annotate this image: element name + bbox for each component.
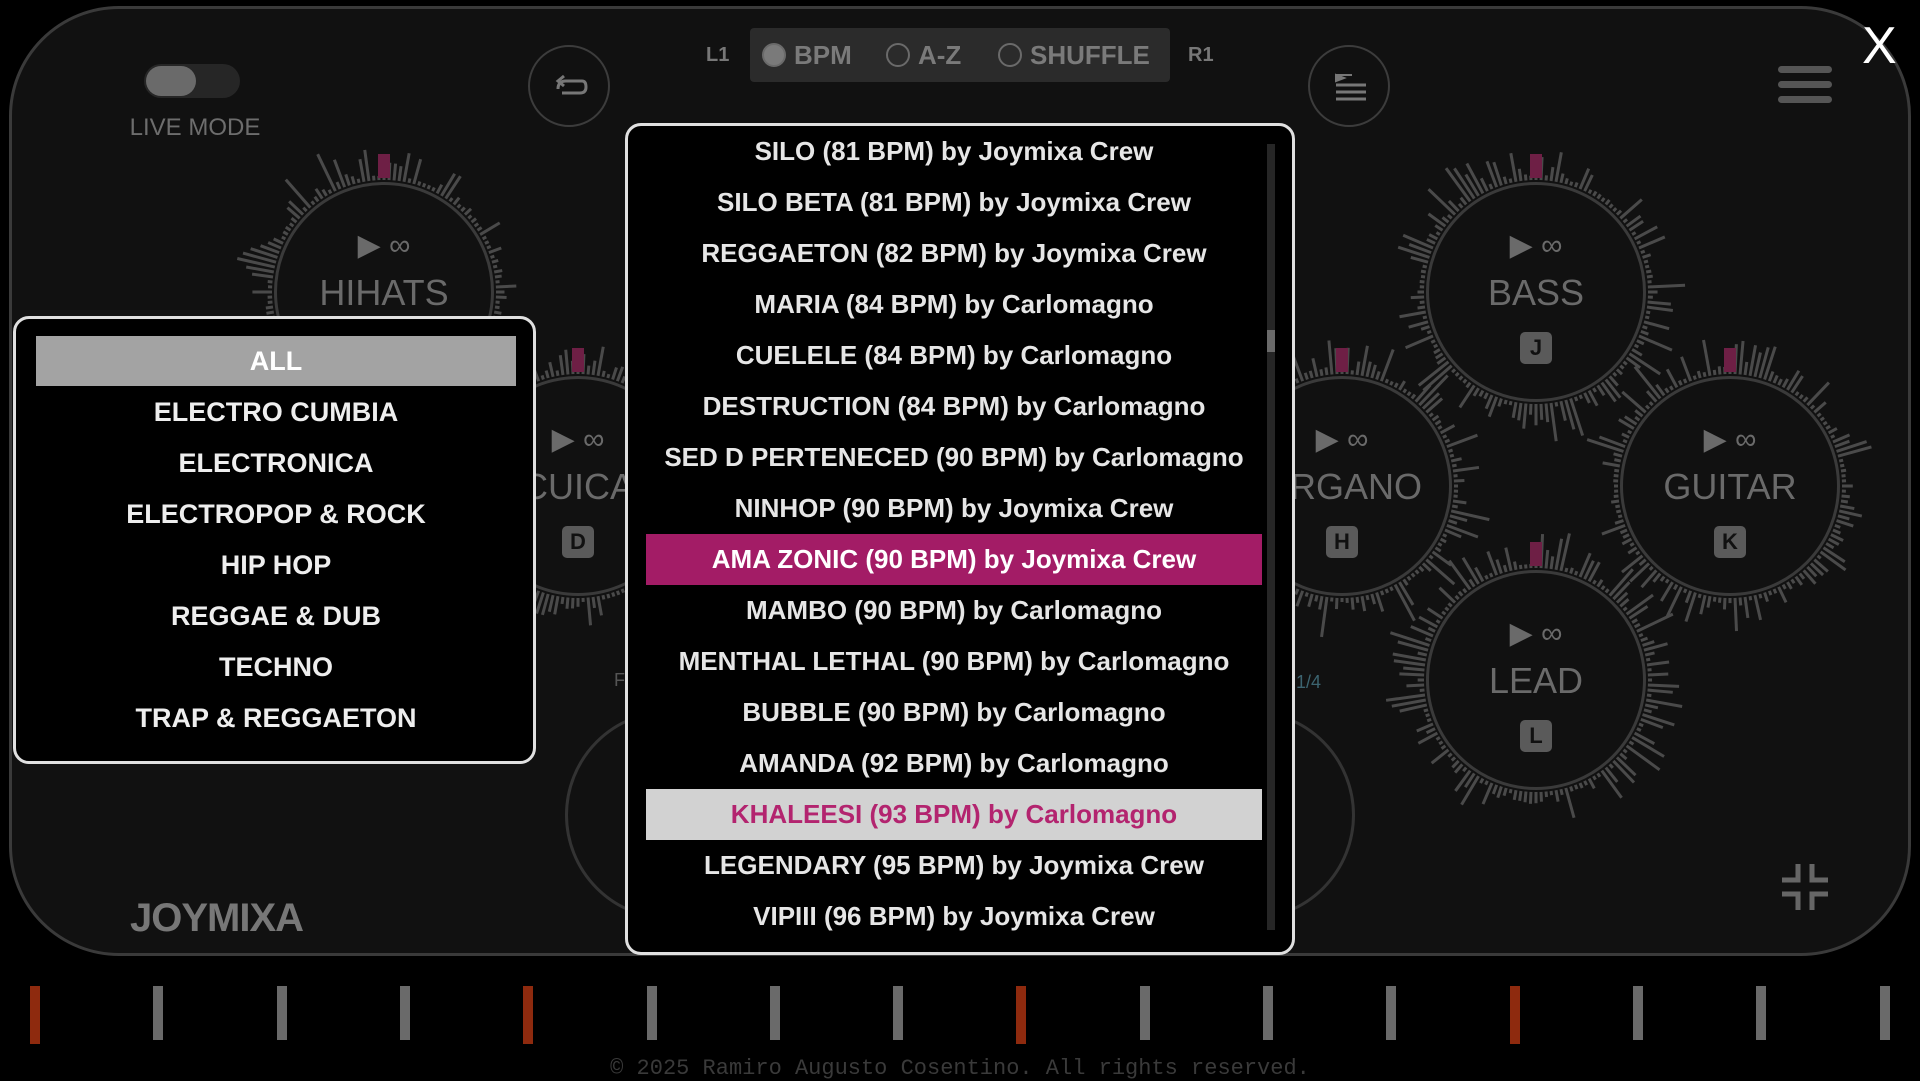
track-item[interactable]: NINHOP (90 BPM) by Joymixa Crew [646, 483, 1262, 534]
track-item-active[interactable]: AMA ZONIC (90 BPM) by Joymixa Crew [646, 534, 1262, 585]
beat-tick [277, 986, 287, 1040]
genre-item-all[interactable]: ALL [36, 336, 516, 386]
pad-marker [1530, 542, 1542, 566]
beat-tick [647, 986, 657, 1040]
toggle-knob [146, 66, 196, 96]
pad-marker [572, 348, 584, 372]
beat-tick-accent [523, 986, 533, 1044]
play-loop-icon: ▶ ∞ [1426, 228, 1646, 263]
genre-item-trap-reggaeton[interactable]: TRAP & REGGAETON [36, 693, 516, 743]
radio-icon [886, 43, 910, 67]
track-item[interactable]: MENTHAL LETHAL (90 BPM) by Carlomagno [646, 636, 1262, 687]
pad-key: D [562, 526, 594, 558]
play-loop-icon: ▶ ∞ [1620, 422, 1840, 457]
track-item[interactable]: LEGENDARY (95 BPM) by Joymixa Crew [646, 840, 1262, 891]
track-item[interactable]: DESTRUCTION (84 BPM) by Carlomagno [646, 381, 1262, 432]
track-item[interactable]: SILO (81 BPM) by Joymixa Crew [646, 126, 1262, 177]
sort-bar: BPM A-Z SHUFFLE [750, 28, 1170, 82]
track-item[interactable]: REGGAETON (82 BPM) by Joymixa Crew [646, 228, 1262, 279]
track-item[interactable]: VIPIII (96 BPM) by Joymixa Crew [646, 891, 1262, 942]
pad-marker [1530, 154, 1542, 178]
beat-tick [1880, 986, 1890, 1040]
genre-item-electro-cumbia[interactable]: ELECTRO CUMBIA [36, 387, 516, 437]
shoulder-right-label: R1 [1188, 44, 1214, 67]
beat-tick-accent [1016, 986, 1026, 1044]
beat-tick [893, 986, 903, 1040]
genre-item-electropop-rock[interactable]: ELECTROPOP & ROCK [36, 489, 516, 539]
track-item-highlighted[interactable]: KHALEESI (93 BPM) by Carlomagno [646, 789, 1262, 840]
beat-tick [770, 986, 780, 1040]
track-item[interactable]: SED D PERTENECED (90 BPM) by Carlomagno [646, 432, 1262, 483]
pad-lead[interactable]: ▶ ∞ LEAD L [1426, 570, 1646, 790]
track-item[interactable]: MARIA (84 BPM) by Carlomagno [646, 279, 1262, 330]
track-list-scrollbar[interactable] [1267, 144, 1275, 930]
beat-tick-accent [30, 986, 40, 1044]
beat-tick [1386, 986, 1396, 1040]
live-mode-toggle[interactable] [144, 64, 240, 98]
close-button[interactable]: X [1862, 20, 1897, 72]
genre-item-electronica[interactable]: ELECTRONICA [36, 438, 516, 488]
beat-tick [1140, 986, 1150, 1040]
shoulder-left-label: L1 [706, 44, 729, 67]
pad-marker [1336, 348, 1348, 372]
track-item[interactable]: MAMBO (90 BPM) by Carlomagno [646, 585, 1262, 636]
sort-az-label: A-Z [918, 40, 961, 71]
track-item[interactable]: CUELELE (84 BPM) by Carlomagno [646, 330, 1262, 381]
copyright-footer: © 2025 Ramiro Augusto Cosentino. All rig… [0, 1056, 1920, 1081]
sort-bpm-label: BPM [794, 40, 852, 71]
playlist-icon [1330, 67, 1372, 109]
pad-key: L [1520, 720, 1552, 752]
track-item[interactable]: BUBBLE (90 BPM) by Carlomagno [646, 687, 1262, 738]
pad-marker [378, 154, 390, 178]
play-loop-icon: ▶ ∞ [1426, 616, 1646, 651]
partial-label-left: F [614, 670, 625, 691]
pad-key: H [1326, 526, 1358, 558]
beat-tick [1633, 986, 1643, 1040]
pad-marker [1724, 348, 1736, 372]
beat-tick [400, 986, 410, 1040]
playlist-button[interactable] [1308, 45, 1390, 127]
pad-key: J [1520, 332, 1552, 364]
compact-view-icon[interactable] [1778, 860, 1832, 914]
beat-tick [153, 986, 163, 1040]
sort-shuffle-label: SHUFFLE [1030, 40, 1150, 71]
sort-shuffle[interactable]: SHUFFLE [998, 28, 1150, 82]
pad-name: BASS [1426, 272, 1646, 314]
ratio-label: 1/4 [1296, 672, 1321, 693]
loop-icon [550, 67, 592, 109]
scrollbar-thumb[interactable] [1267, 330, 1275, 352]
pad-key: K [1714, 526, 1746, 558]
track-item[interactable]: AMANDA (92 BPM) by Carlomagno [646, 738, 1262, 789]
genre-list-panel: ALL ELECTRO CUMBIA ELECTRONICA ELECTROPO… [13, 316, 536, 764]
play-loop-icon: ▶ ∞ [274, 228, 494, 263]
pad-name: GUITAR [1620, 466, 1840, 508]
radio-icon [762, 43, 786, 67]
joymixa-logo: JOYMIXA [130, 896, 303, 941]
pad-name: HIHATS [274, 272, 494, 314]
genre-item-hip-hop[interactable]: HIP HOP [36, 540, 516, 590]
beat-tick-accent [1510, 986, 1520, 1044]
genre-item-reggae-dub[interactable]: REGGAE & DUB [36, 591, 516, 641]
sort-bpm[interactable]: BPM [762, 28, 852, 82]
genre-item-techno[interactable]: TECHNO [36, 642, 516, 692]
radio-icon [998, 43, 1022, 67]
track-item[interactable]: SILO BETA (81 BPM) by Joymixa Crew [646, 177, 1262, 228]
beat-tick [1756, 986, 1766, 1040]
sort-az[interactable]: A-Z [886, 28, 961, 82]
pad-name: LEAD [1426, 660, 1646, 702]
loop-button[interactable] [528, 45, 610, 127]
hamburger-menu-icon[interactable] [1778, 66, 1832, 110]
track-list-panel: SILO (81 BPM) by Joymixa Crew SILO BETA … [625, 123, 1295, 955]
beat-tick [1263, 986, 1273, 1040]
